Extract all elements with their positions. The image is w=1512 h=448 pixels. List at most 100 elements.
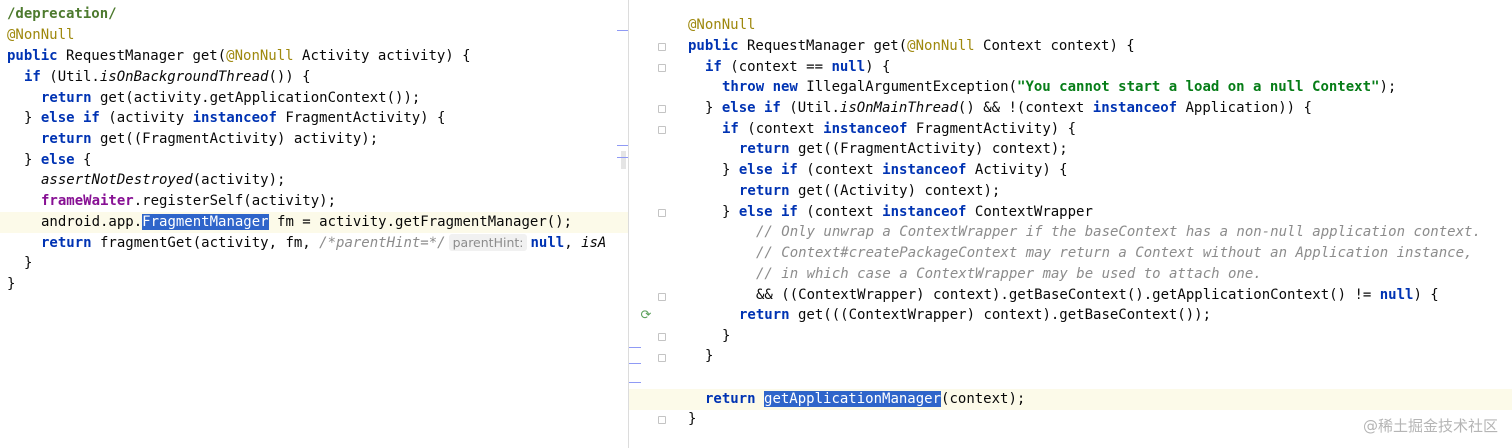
fold-marker-icon[interactable] [658, 416, 666, 424]
code-line[interactable]: // Only unwrap a ContextWrapper if the b… [679, 222, 1512, 243]
code-line[interactable]: } [0, 253, 628, 274]
change-marker[interactable] [617, 145, 628, 146]
change-marker[interactable] [629, 347, 641, 348]
code-line[interactable]: /deprecation/ [0, 4, 628, 25]
code-text: get(activity.getApplicationContext()); [91, 90, 421, 106]
code-line[interactable]: assertNotDestroyed(activity); [0, 170, 628, 191]
code-text: } [705, 100, 722, 116]
code-line[interactable]: // in which case a ContextWrapper may be… [679, 264, 1512, 285]
code-line[interactable]: } [679, 346, 1512, 367]
right-editor-pane[interactable]: @NonNull public RequestManager get(@NonN… [679, 0, 1512, 448]
code-line[interactable]: } else if (activity instanceof FragmentA… [0, 108, 628, 129]
keyword: instanceof [1092, 100, 1178, 116]
code-line[interactable]: return get(((ContextWrapper) context).ge… [679, 305, 1512, 326]
selected-text[interactable]: FragmentManager [142, 214, 269, 230]
code-line[interactable]: && ((ContextWrapper) context).getBaseCon… [679, 285, 1512, 306]
split-divider[interactable] [628, 0, 629, 448]
code-line[interactable]: return get(activity.getApplicationContex… [0, 88, 628, 109]
change-marker[interactable] [617, 157, 628, 158]
code-text: (context [797, 162, 883, 178]
code-line[interactable]: throw new IllegalArgumentException("You … [679, 77, 1512, 98]
code-line[interactable]: return get((FragmentActivity) activity); [0, 129, 628, 150]
code-text: } [705, 348, 714, 364]
keyword: throw new [722, 79, 798, 95]
code-text: (activity); [192, 172, 286, 188]
fold-marker-icon[interactable] [658, 209, 666, 217]
gutter-caret-row [629, 389, 679, 410]
code-line[interactable]: if (Util.isOnBackgroundThread()) { [0, 67, 628, 88]
editor-gutter[interactable]: ⟳ [629, 0, 679, 448]
fold-marker-icon[interactable] [658, 354, 666, 362]
rerun-icon[interactable]: ⟳ [640, 308, 652, 323]
left-editor-pane[interactable]: /deprecation/ @NonNull public RequestMan… [0, 0, 628, 448]
code-text: (context [797, 204, 883, 220]
code-line[interactable]: } else if (context instanceof ContextWra… [679, 202, 1512, 223]
keyword: else [40, 152, 75, 168]
change-marker[interactable] [617, 30, 628, 31]
keyword: return [739, 307, 790, 323]
change-marker[interactable] [629, 382, 641, 383]
fold-marker-icon[interactable] [658, 126, 666, 134]
path-label: /deprecation/ [7, 6, 117, 22]
code-line[interactable]: public RequestManager get(@NonNull Activ… [0, 46, 628, 67]
change-marker[interactable] [629, 363, 641, 364]
caret-row[interactable]: android.app.FragmentManager fm = activit… [0, 212, 628, 233]
keyword: return [41, 235, 92, 251]
keyword: return [705, 391, 756, 407]
fold-marker-icon[interactable] [658, 293, 666, 301]
code-line[interactable]: if (context instanceof FragmentActivity)… [679, 119, 1512, 140]
code-line[interactable]: return get((FragmentActivity) context); [679, 139, 1512, 160]
code-line[interactable]: return fragmentGet(activity, fm, /*paren… [0, 233, 628, 254]
code-line[interactable]: public RequestManager get(@NonNull Conte… [679, 36, 1512, 57]
code-text: Activity activity) { [293, 48, 471, 64]
code-line[interactable]: frameWaiter.registerSelf(activity); [0, 191, 628, 212]
code-line[interactable]: return get((Activity) context); [679, 181, 1512, 202]
annotation: @NonNull [7, 27, 75, 43]
code-line[interactable]: } else if (Util.isOnMainThread() && !(co… [679, 98, 1512, 119]
keyword: return [739, 183, 790, 199]
selected-text[interactable]: getApplicationManager [764, 391, 942, 407]
fold-marker-icon[interactable] [658, 43, 666, 51]
code-text: (Util. [780, 100, 840, 116]
keyword: null [831, 59, 866, 75]
code-line[interactable]: } else { [0, 150, 628, 171]
code-line[interactable]: if (context == null) { [679, 57, 1512, 78]
code-line[interactable]: } else if (context instanceof Activity) … [679, 160, 1512, 181]
code-text: ) { [865, 59, 891, 75]
inline-comment: /*parentHint=*/ [319, 235, 446, 251]
code-line[interactable]: } [679, 409, 1512, 430]
code-text: (context); [941, 391, 1026, 407]
fold-marker-icon[interactable] [658, 333, 666, 341]
code-text: get((FragmentActivity) context); [789, 141, 1068, 157]
code-line[interactable]: @NonNull [0, 25, 628, 46]
code-text: ) { [1413, 287, 1439, 303]
field-name: frameWaiter [41, 193, 134, 209]
fold-marker-icon[interactable] [658, 64, 666, 72]
code-text: } [24, 110, 41, 126]
watermark: @稀土掘金技术社区 [1362, 417, 1498, 435]
code-text: fm = activity.getFragmentManager(); [268, 214, 573, 230]
keyword: if [722, 121, 739, 137]
static-method: isOnMainThread [839, 100, 958, 116]
annotation: @NonNull [907, 38, 975, 54]
annotation: @NonNull [688, 17, 756, 33]
caret-row[interactable]: return getApplicationManager(context); [679, 389, 1512, 410]
string-literal: "You cannot start a load on a null Conte… [1017, 79, 1380, 95]
code-line[interactable]: } [0, 274, 628, 295]
code-text: && ((ContextWrapper) context).getBaseCon… [756, 287, 1380, 303]
annotation: @NonNull [226, 48, 294, 64]
code-text: get(((ContextWrapper) context).getBaseCo… [789, 307, 1212, 323]
code-text: Application)) { [1177, 100, 1312, 116]
scroll-marker[interactable] [621, 151, 626, 169]
code-text: } [24, 152, 41, 168]
code-text: } [7, 276, 16, 292]
code-line[interactable]: @NonNull [679, 15, 1512, 36]
code-text: FragmentActivity) { [276, 110, 446, 126]
fold-marker-icon[interactable] [658, 105, 666, 113]
keyword: instanceof [882, 162, 967, 178]
code-text: } [722, 328, 731, 344]
comment: // in which case a ContextWrapper may be… [756, 266, 1262, 282]
code-line[interactable]: // Context#createPackageContext may retu… [679, 243, 1512, 264]
keyword: else if [738, 204, 798, 220]
code-line[interactable]: } [679, 326, 1512, 347]
